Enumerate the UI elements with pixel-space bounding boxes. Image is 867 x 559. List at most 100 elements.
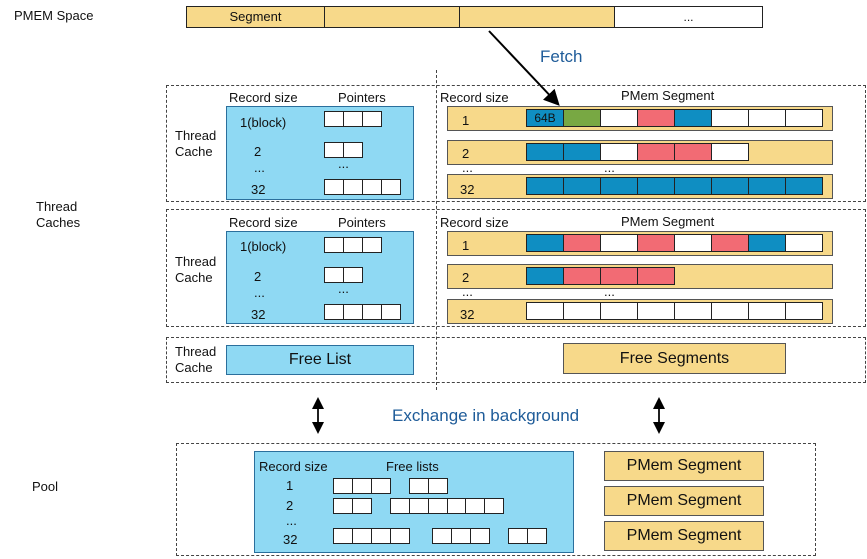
thread-cache-2 (166, 209, 866, 327)
pmem-block-red (637, 234, 675, 252)
pool-record-value: 2 (286, 498, 294, 513)
pool-free-list (508, 528, 547, 544)
pmem-block-red (637, 143, 675, 161)
pmem-block-white (711, 302, 749, 320)
pmem-record-value: ... (462, 160, 473, 175)
pmem-block-red (600, 267, 638, 285)
pmem-record-value: 1 (462, 113, 470, 128)
pointers-header: Pointers (338, 215, 386, 230)
pointer-slots (324, 142, 363, 158)
pool-record-value: 32 (283, 532, 298, 547)
pmem-block-red (563, 267, 601, 285)
record-size-header: Record size (229, 90, 298, 105)
pointers-header: Pointers (338, 90, 386, 105)
pmem-block-blue (785, 177, 823, 195)
pmem-blocks (526, 143, 749, 161)
thread-cache-label: Thread Cache (175, 344, 217, 375)
pmem-block-blue (526, 234, 564, 252)
pmem-record-value: 1 (462, 238, 470, 253)
pool-free-list (390, 498, 467, 514)
free-list-box: Free List (226, 345, 414, 375)
pool-free-lists-header: Free lists (386, 459, 439, 474)
pmem-block-blue (748, 234, 786, 252)
pointer-slots (324, 304, 401, 320)
pmem-block-blue (674, 177, 712, 195)
pool-record-size-header: Record size (259, 459, 328, 474)
pmem-block-blue: 64B (526, 109, 564, 127)
pmem-record-size-header: Record size (440, 90, 509, 105)
thread-cache-label: Thread Cache (175, 128, 217, 159)
pmem-block-red (711, 234, 749, 252)
pool-free-list (333, 528, 410, 544)
pmem-block-white (748, 109, 786, 127)
record-size-header: Record size (229, 215, 298, 230)
pointer-ellipsis: ... (338, 156, 349, 171)
pmem-block-blue (674, 109, 712, 127)
pmem-block-white (785, 302, 823, 320)
thread-caches-label: Thread Caches (36, 199, 81, 230)
pmem-space-free-region: ... (614, 6, 763, 28)
pmem-block-blue (526, 267, 564, 285)
record-size-value: 32 (251, 182, 266, 197)
pmem-space-label: PMEM Space (14, 8, 94, 23)
pool-free-list (465, 498, 504, 514)
record-size-value: 1(block) (240, 239, 287, 254)
pointer-slots (324, 267, 363, 283)
pmem-block-red (674, 143, 712, 161)
pool-pmem-segment: PMem Segment (604, 486, 764, 516)
pool-record-value: ... (286, 513, 297, 528)
pmem-block-white (711, 109, 749, 127)
pool-record-value: 1 (286, 478, 294, 493)
pmem-ellipsis: ... (604, 284, 615, 299)
pool-pmem-segment: PMem Segment (604, 521, 764, 551)
exchange-label: Exchange in background (392, 406, 580, 425)
pmem-block-white (674, 302, 712, 320)
record-size-value: 2 (254, 269, 262, 284)
pmem-record-value: 32 (460, 182, 475, 197)
free-row (166, 337, 866, 383)
record-size-value: ... (254, 285, 265, 300)
pmem-block-blue (600, 177, 638, 195)
pmem-block-white (674, 234, 712, 252)
pmem-record-value: 2 (462, 146, 470, 161)
pmem-block-white (711, 143, 749, 161)
pmem-block-red (637, 267, 675, 285)
pool-free-list (409, 478, 448, 494)
pmem-block-white (526, 302, 564, 320)
pmem-block-white (600, 109, 638, 127)
pmem-ellipsis: ... (604, 160, 615, 175)
pmem-block-white (748, 302, 786, 320)
pool-free-list (333, 478, 391, 494)
pmem-block-blue (637, 177, 675, 195)
pmem-blocks (526, 177, 823, 195)
pmem-block-blue (711, 177, 749, 195)
record-size-value: 32 (251, 307, 266, 322)
pmem-record-value: ... (462, 284, 473, 299)
pmem-record-value: 2 (462, 270, 470, 285)
pointer-slots (324, 111, 382, 127)
pool-free-list (432, 528, 490, 544)
pmem-block-white (600, 302, 638, 320)
pmem-block-white (600, 234, 638, 252)
pmem-block-blue (748, 177, 786, 195)
pmem-record-size-header: Record size (440, 215, 509, 230)
pmem-block-white (637, 302, 675, 320)
pool-box (176, 443, 816, 556)
thread-cache-label: Thread Cache (175, 254, 217, 285)
pmem-block-white (563, 302, 601, 320)
pmem-block-blue (563, 177, 601, 195)
thread-cache-1 (166, 85, 866, 202)
pointer-slots (324, 179, 401, 195)
pointer-slots (324, 237, 382, 253)
pmem-block-green (563, 109, 601, 127)
pmem-blocks (526, 302, 823, 320)
record-size-value: 2 (254, 144, 262, 159)
pmem-block-white (785, 234, 823, 252)
pmem-blocks (526, 234, 823, 252)
record-size-value: 1(block) (240, 115, 287, 130)
pmem-block-red (637, 109, 675, 127)
pmem-block-blue (526, 143, 564, 161)
pmem-space-segment: Segment (186, 6, 325, 28)
pointer-ellipsis: ... (338, 281, 349, 296)
